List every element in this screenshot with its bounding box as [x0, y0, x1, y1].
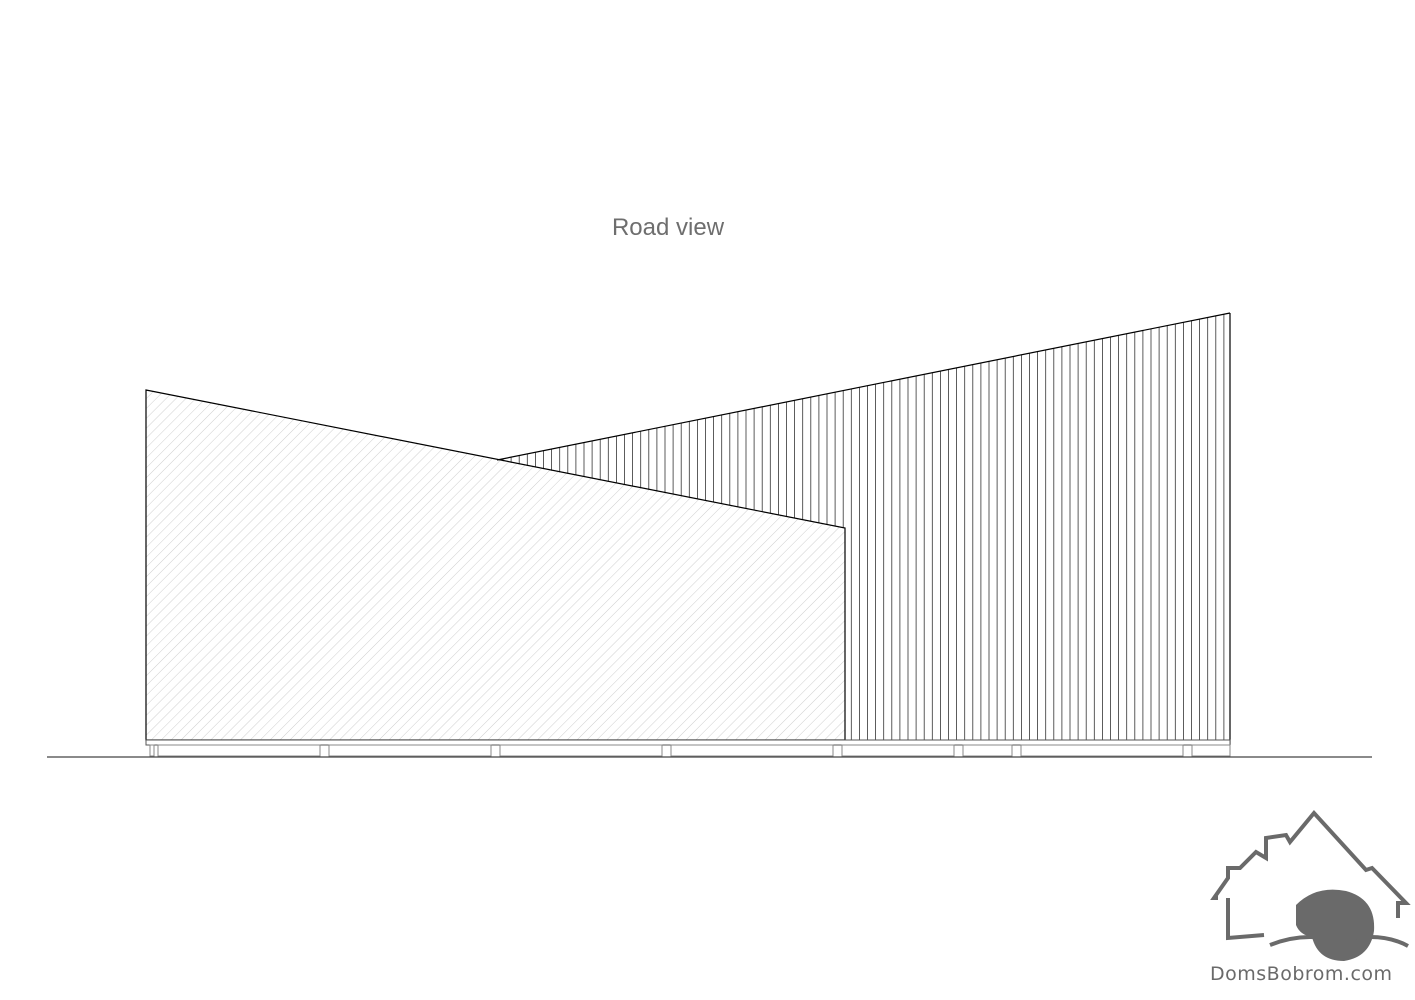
foundation [145, 739, 1231, 757]
foundation-block [962, 744, 1013, 757]
foundation-block [499, 744, 663, 757]
logo-text: DomsBobrom.com [1210, 963, 1393, 985]
foundation-block [1020, 744, 1184, 757]
foundation-block [841, 744, 955, 757]
foundation-block [670, 744, 834, 757]
foundation-block [157, 744, 321, 757]
drawing-title: Road view [611, 214, 725, 241]
foundation-pier [149, 744, 155, 757]
foundation-block [328, 744, 492, 757]
foundation-block [1191, 744, 1231, 757]
logo-icon [1210, 809, 1411, 961]
